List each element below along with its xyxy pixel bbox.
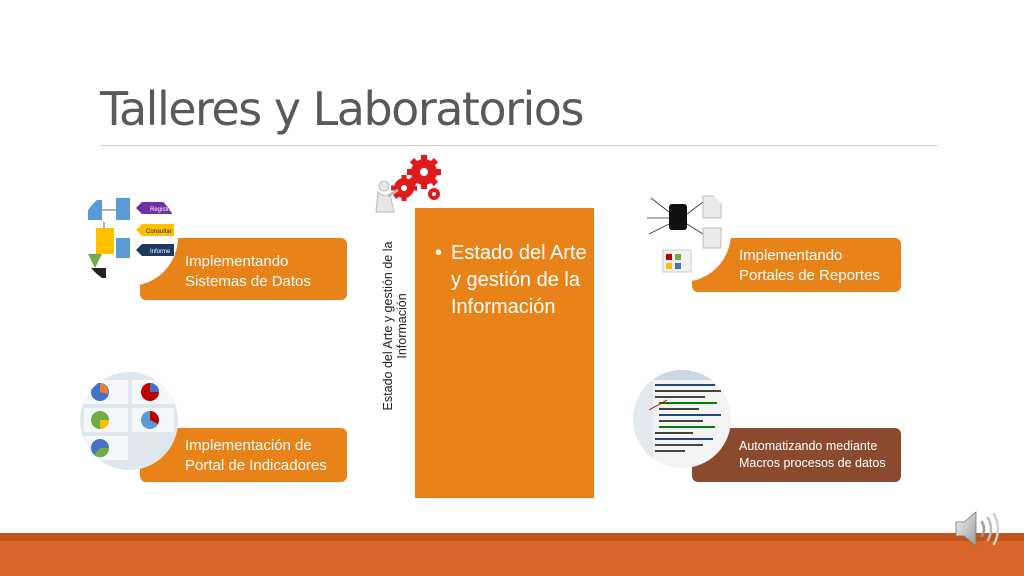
thumbnail-report-schema [633,184,731,282]
vertical-label: Estado del Arte y gestión de la Informac… [375,226,415,426]
thumbnail-dashboard [80,372,178,470]
card-portales-reportes[interactable]: Implementando Portales de Reportes [692,238,901,292]
bullet: • [435,242,443,264]
bullet-text: Estado del Arte y gestión de la Informac… [451,242,587,318]
thumb-text: Consultar [146,229,172,235]
center-panel[interactable]: • Estado del Arte y gestión de la Inform… [415,208,594,498]
title-divider [100,145,938,146]
footer-bar [0,541,1024,576]
center-bullet-text: • Estado del Arte y gestión de la Inform… [435,240,591,321]
thumb-text: Registro [150,207,173,213]
card-automatizando-macros[interactable]: Automatizando mediante Macros procesos d… [692,428,901,482]
slide-title: Talleres y Laboratorios [100,82,584,136]
vertical-label-text: Estado del Arte y gestión de la Informac… [381,241,409,411]
thumb-text: Informe [150,249,171,255]
card-label: Implementando Portales de Reportes [739,247,880,284]
card-label: Implementación de Portal de Indicadores [185,437,327,474]
card-label: Automatizando mediante Macros procesos d… [739,439,886,470]
gears-icon [374,152,450,218]
thumbnail-macro-code [633,370,731,468]
footer-bar-accent [0,533,1024,541]
card-sistemas-datos[interactable]: Implementando Sistemas de Datos [140,238,347,300]
speaker-icon[interactable] [952,506,1004,552]
card-label: Implementando Sistemas de Datos [185,253,311,290]
thumbnail-flow-diagram: Registro Consultar Informe [80,188,178,286]
